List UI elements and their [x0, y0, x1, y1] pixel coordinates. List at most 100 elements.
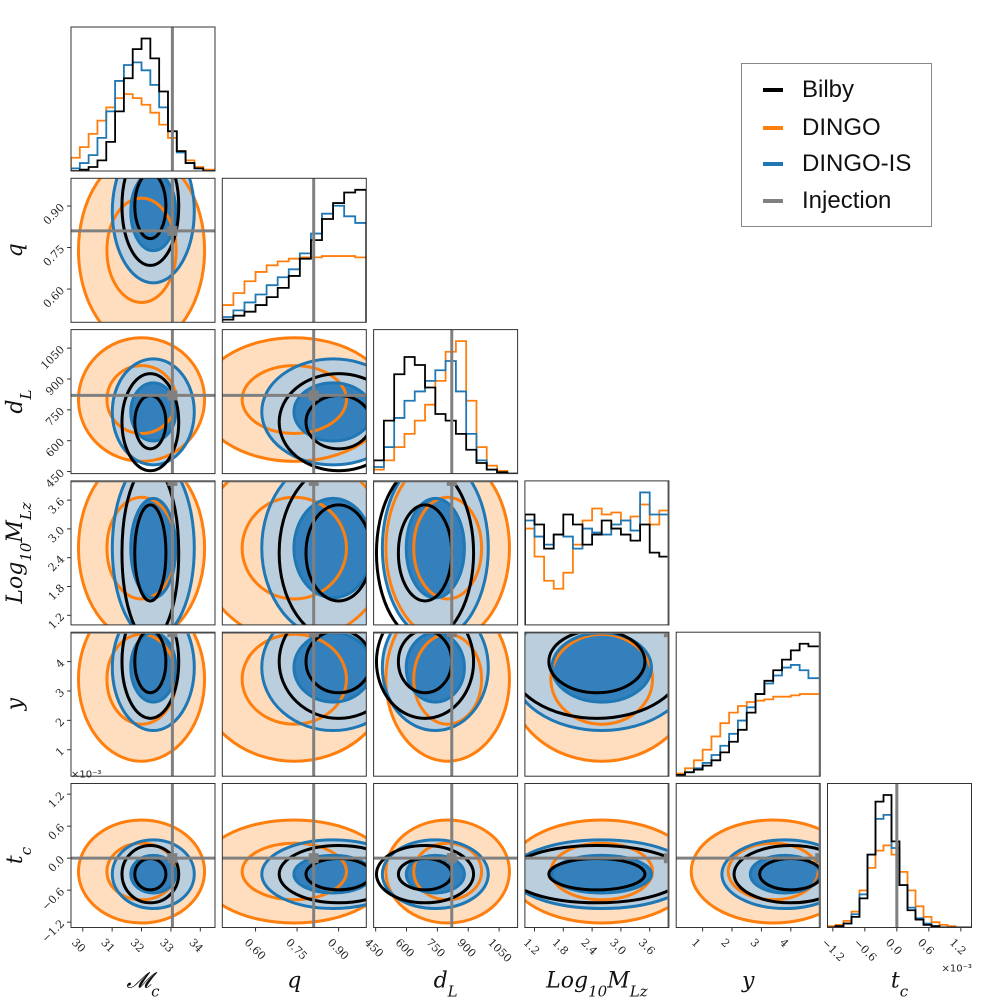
contour-line-bilby-50: [304, 503, 367, 603]
y-axis-label-main: t: [3, 855, 28, 864]
x-tick-label-dL: 450: [362, 936, 386, 960]
contour-line-dingo-90: [222, 336, 367, 463]
y-axis-label-main: q: [3, 243, 28, 257]
panel-tc-vs-q: [222, 783, 367, 928]
x-tick-label-Mc: 33: [157, 936, 176, 955]
x-tick-label-y: 2: [718, 936, 732, 950]
contour-line-dingo-is-50: [550, 853, 653, 895]
x-axis-label-main: d: [434, 969, 448, 994]
panel-Mc-vs-Mc: [71, 27, 215, 171]
contour-line-bilby-90: [277, 480, 307, 625]
y-tick-label-logM: 2.4: [46, 553, 68, 575]
y-tick-label-y: 1: [53, 745, 67, 759]
x-tick-label-dL: 750: [424, 936, 448, 960]
panel-frame: [221, 480, 367, 626]
injection-marker: [167, 225, 178, 236]
legend-entry-injection: Injection: [742, 183, 891, 219]
x-tick-label-dL: 1050: [485, 936, 514, 965]
contour-line-dingo-is-90: [110, 357, 196, 467]
contour-fill-inner-dingo-is: [406, 855, 465, 894]
y-tick-label-tc: 1.2: [46, 789, 68, 811]
hist-dingo-is-logM: [524, 491, 669, 625]
hist-bilby-dL: [373, 356, 518, 474]
contour-line-dingo-is-90: [720, 838, 821, 910]
panel-frame: [70, 631, 216, 777]
y-tick-label-dL: 750: [43, 405, 67, 429]
y-axis-label-sub: c: [17, 846, 35, 855]
contour-line-bilby-90: [524, 691, 669, 720]
hist-dingo-q: [222, 255, 367, 323]
panel-logM-vs-Mc: [71, 480, 215, 625]
panel-tc-vs-dL: [373, 783, 518, 928]
panel-y-vs-dL: [373, 632, 518, 777]
x-tick-label-Mc: 31: [98, 936, 117, 955]
injection-marker: [446, 480, 457, 486]
contour-line-bilby-90: [524, 844, 669, 905]
y-tick-label-y: 2: [53, 715, 67, 729]
x-tick-label-logM: 1.2: [521, 936, 543, 958]
x-tick-label-Mc: 32: [128, 936, 147, 955]
panel-q-vs-Mc: [71, 178, 215, 323]
panel-frame: [70, 329, 216, 475]
contour-line-dingo-50: [105, 196, 178, 304]
x-axis-label-sub: c: [900, 983, 909, 997]
panel-frame: [221, 329, 367, 475]
y-tick-label-dL: 1050: [38, 343, 67, 372]
x-tick-label-logM: 1.8: [550, 936, 572, 958]
contour-line-dingo-is-90: [260, 632, 367, 733]
x-tick-label-Mc: 30: [69, 936, 88, 955]
x-tick-label-tc: −0.6: [851, 936, 879, 964]
x-tick-label-y: 3: [748, 936, 762, 950]
x-axis-label-q: q: [287, 969, 301, 994]
x-tick-label-y: 1: [689, 936, 703, 950]
x-axis-label-sub: L: [447, 983, 458, 997]
injection-marker: [663, 853, 669, 864]
legend-swatch-dingo-is: [763, 162, 783, 166]
contour-line-dingo-is-90: [110, 838, 196, 911]
y-tick-label-logM: 3.6: [46, 495, 68, 517]
panel-tc-vs-Mc: [71, 783, 215, 928]
contour-line-bilby-90: [277, 844, 367, 905]
contour-line-dingo-90: [222, 730, 367, 763]
legend-label-injection: Injection: [802, 187, 892, 214]
y-axis-label-logM: Log10MLz: [3, 502, 35, 605]
contour-line-dingo-is-90: [260, 480, 298, 625]
y-tick-label-tc: 0.6: [46, 821, 68, 843]
contour-line-bilby-50: [547, 632, 647, 695]
hist-bilby-logM: [524, 513, 669, 625]
y-axis-label-sub: 10: [17, 542, 35, 562]
x-axis-label-Mc: 𝓜c: [126, 969, 160, 997]
y-axis-label-q: q: [3, 243, 28, 257]
x-tick-label-tc: 0.0: [883, 936, 905, 958]
contour-line-dingo-50: [412, 495, 484, 601]
x-axis-label-main: Log: [545, 969, 588, 994]
y-tick-label-logM: 3.0: [46, 524, 68, 546]
contour-line-bilby-50: [133, 632, 168, 695]
panel-frame: [70, 26, 216, 172]
contour-line-dingo-50: [240, 632, 348, 726]
panel-frame: [221, 783, 367, 928]
x-tick-label-q: 0.60: [242, 936, 269, 963]
contour-line-dingo-is-50: [129, 853, 178, 895]
hist-dingo-tc: [827, 844, 972, 928]
injection-marker: [308, 390, 319, 401]
x-tick-label-logM: 3.0: [607, 936, 629, 958]
x-axis-label-sub: 10: [588, 983, 608, 997]
injection-marker: [167, 853, 178, 864]
legend-label-dingo-is: DINGO-IS: [802, 150, 912, 177]
contour-line-dingo-is-90: [260, 357, 367, 467]
contour-line-bilby-90: [120, 844, 181, 905]
x-offset-label-tc: ×10⁻³: [942, 964, 972, 975]
x-axis-label-main: q: [287, 969, 301, 994]
legend-label-bilby: Bilby: [802, 76, 855, 103]
panel-frame: [373, 631, 519, 777]
panel-y-vs-y: [676, 632, 821, 777]
hist-dingo-Mc: [71, 93, 215, 171]
contour-line-dingo-50: [240, 841, 348, 902]
y-tick-label-logM: 1.2: [46, 610, 68, 632]
panel-tc-vs-tc: [827, 783, 972, 928]
panel-frame: [221, 631, 367, 777]
hist-dingo-y: [676, 693, 821, 777]
y-tick-label-q: 0.75: [41, 243, 68, 270]
